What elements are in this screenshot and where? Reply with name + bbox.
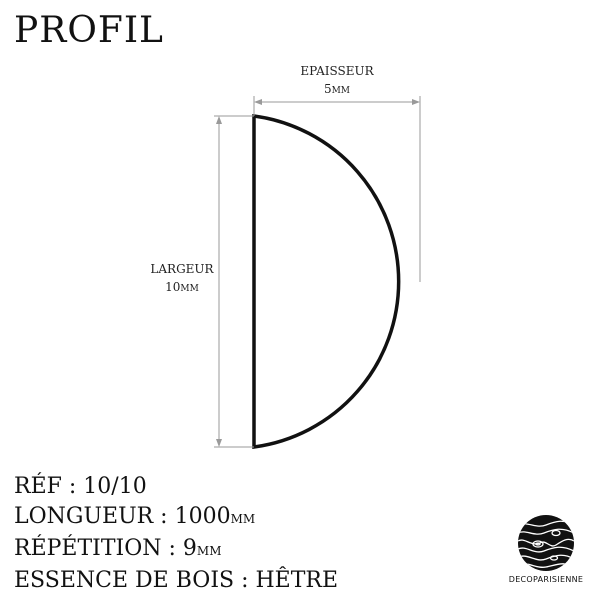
brand-name: DECOPARISIENNE [508, 575, 584, 584]
width-label: LARGEUR [150, 262, 214, 276]
brand-logo: DECOPARISIENNE [506, 513, 586, 584]
thickness-value: 5MM [324, 82, 350, 96]
spec-length-unit: MM [230, 512, 256, 526]
thickness-label: EPAISSEUR [300, 64, 374, 78]
specifications: RÉF : 10/10 LONGUEUR : 1000MM RÉPÉTITION… [14, 472, 338, 596]
profile-diagram: EPAISSEUR 5MM LARGEUR 10MM [150, 64, 421, 450]
thickness-unit: MM [332, 86, 350, 96]
half-round-profile-shape [252, 113, 401, 450]
page-title: PROFIL [14, 10, 164, 51]
thickness-arrow-right [412, 99, 420, 105]
width-value: 10MM [165, 280, 199, 294]
spec-ref: RÉF : 10/10 [14, 474, 147, 499]
width-arrow-bottom [216, 439, 222, 447]
thickness-arrow-left [254, 99, 262, 105]
spec-repetition: RÉPÉTITION : 9MM [14, 536, 222, 561]
spec-length: LONGUEUR : 1000MM [14, 504, 256, 529]
spec-repetition-unit: MM [196, 544, 222, 558]
spec-wood: ESSENCE DE BOIS : HÊTRE [14, 568, 339, 593]
width-arrow-top [216, 116, 222, 124]
wood-grain-logo-icon [518, 515, 574, 571]
width-unit: MM [180, 284, 198, 294]
